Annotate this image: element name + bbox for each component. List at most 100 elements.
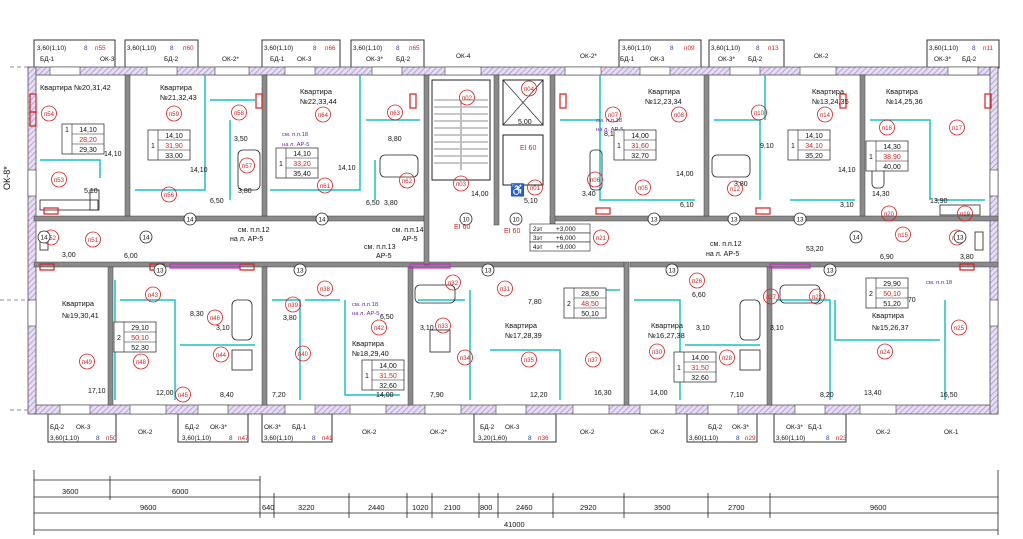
apartment-name: Квартира №20,31,42 — [40, 83, 111, 92]
area-value: 28,50 — [581, 291, 599, 298]
apartment-name: Квартира — [505, 321, 538, 330]
room-area: 12,20 — [530, 392, 548, 399]
door-marker-number: 13 — [156, 268, 164, 275]
room-area: 6,60 — [692, 292, 706, 299]
balcony-label: 8 — [670, 45, 674, 52]
room-number-circle — [763, 288, 779, 305]
area-table-frame — [275, 147, 319, 179]
apartment-name: №14,25,36 — [886, 97, 923, 106]
room-number: п26 — [692, 279, 703, 285]
apartment-name: Квартира — [812, 87, 845, 96]
room-count: 1 — [279, 161, 283, 168]
room-number: п02 — [462, 96, 473, 102]
room-area: 5,00 — [518, 119, 532, 126]
balcony-label: п50 — [106, 435, 117, 442]
room-count: 1 — [365, 373, 369, 380]
room-number: п07 — [608, 113, 619, 119]
room-area: 14,30 — [872, 191, 890, 198]
room-number-circle — [635, 179, 651, 196]
room-area: 7,90 — [430, 392, 444, 399]
balcony-label: ОК-3* — [366, 56, 383, 63]
room-area: 6,90 — [880, 254, 894, 261]
room-count: 2 — [117, 335, 121, 342]
area-value: 35,20 — [805, 153, 823, 160]
note: АР-5 — [402, 236, 418, 243]
door-marker-number: 14 — [142, 235, 150, 242]
room-area: 17,10 — [88, 388, 106, 395]
note: см. п.п.18 — [926, 280, 952, 286]
area-value: 32,70 — [631, 153, 649, 160]
room-area: 6,50 — [210, 198, 224, 205]
note: АР-5 — [376, 253, 392, 260]
room-number: п08 — [674, 113, 685, 119]
room-number: п20 — [884, 212, 895, 218]
apartment-name: Квартира — [886, 87, 919, 96]
room-number-circle — [207, 309, 223, 326]
room-area: 7,20 — [272, 392, 286, 399]
apartment-name: Квартира — [651, 321, 684, 330]
room-number: п37 — [588, 358, 599, 364]
room-count: 1 — [65, 127, 69, 134]
area-value: 29,90 — [883, 281, 901, 288]
room-area: 53,20 — [806, 246, 824, 253]
room-number-circle — [85, 231, 101, 248]
dimension: 800 — [480, 503, 492, 512]
room-area: 3,80 — [384, 200, 398, 207]
door-marker — [183, 212, 197, 226]
area-value: 14,00 — [379, 363, 397, 370]
balcony-label: 8 — [96, 435, 100, 442]
balcony-label: ОК-2 — [138, 429, 153, 436]
balcony-label: п41 — [322, 435, 333, 442]
room-count: 1 — [791, 143, 795, 150]
area-value: 31,60 — [631, 143, 649, 150]
room-number-circle — [317, 280, 333, 297]
balcony-label: п65 — [409, 45, 420, 52]
note: на л. АР-5 — [282, 142, 310, 148]
area-value: 33,00 — [165, 153, 183, 160]
balcony-label: 3,60(1,10) — [622, 45, 651, 52]
apartment-name: №16,27,38 — [648, 331, 685, 340]
balcony-label: БД-2 — [164, 56, 179, 63]
apartment-name: Квартира — [648, 87, 681, 96]
room-number-circle — [527, 179, 543, 196]
area-table-frame — [865, 277, 909, 309]
dimension: 2460 — [516, 503, 532, 512]
area-value: 31,50 — [379, 373, 397, 380]
area-value: 14,10 — [79, 127, 97, 134]
door-marker-number: 13 — [826, 268, 834, 275]
area-value: 34,10 — [805, 143, 823, 150]
balcony-label: БД-2 — [185, 424, 200, 431]
room-number: п06 — [590, 178, 601, 184]
room-number-circle — [213, 346, 229, 363]
balcony-label: п11 — [983, 45, 994, 52]
room-number: п33 — [438, 324, 449, 330]
room-number-circle — [453, 175, 469, 192]
apartment-name: Квартира — [62, 299, 95, 308]
dimension: 640 — [262, 503, 274, 512]
room-area: 14,10 — [104, 151, 122, 158]
room-number-circle — [371, 319, 387, 336]
floor-level: +6,000 — [556, 235, 576, 242]
balcony-label: п13 — [768, 45, 779, 52]
door-marker-number: 13 — [296, 268, 304, 275]
room-area: 13,40 — [864, 390, 882, 397]
area-value: 31,50 — [691, 365, 709, 372]
balcony-label: 8 — [826, 435, 830, 442]
dimension: 3600 — [62, 487, 78, 496]
room-area: 14,00 — [471, 191, 489, 198]
room-number: п17 — [952, 126, 963, 132]
room-number: п58 — [234, 111, 245, 117]
stair-core: ♿ — [431, 79, 544, 197]
balcony-label: БД-1 — [270, 56, 285, 63]
note: см. п.п.12 — [238, 227, 270, 234]
room-area: 7,70 — [902, 297, 916, 304]
room-area: 6,50 — [366, 200, 380, 207]
fire-rating: EI 60 — [454, 224, 470, 231]
apartment-name: №21,32,43 — [160, 93, 197, 102]
door-marker-number: 10 — [512, 217, 520, 224]
room-number: п62 — [402, 179, 413, 185]
balcony-label: п47 — [238, 435, 249, 442]
apartment-name: №15,26,37 — [872, 323, 909, 332]
